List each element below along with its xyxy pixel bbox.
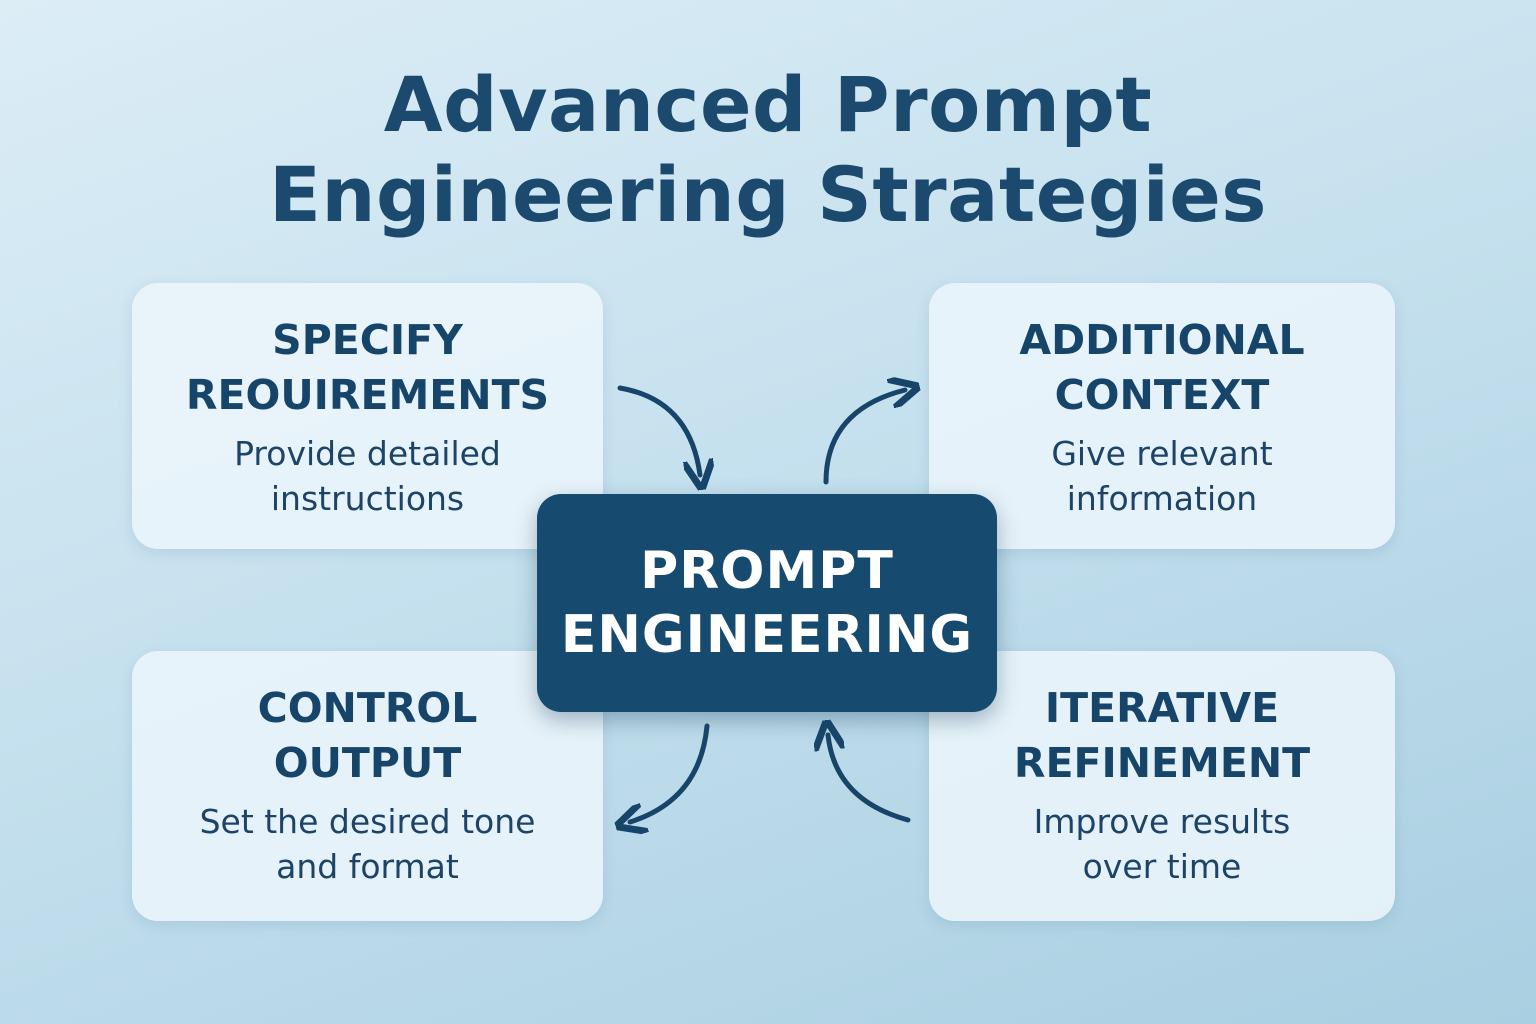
card-heading: OUTPUT — [273, 739, 462, 787]
arrow-icon — [617, 385, 700, 475]
card-description: instructions — [270, 479, 465, 518]
arrow-icon — [828, 735, 911, 823]
card-heading: SPECIFY — [272, 316, 463, 364]
card-description: Give relevant — [1051, 434, 1273, 473]
card-description: Improve results — [1033, 802, 1291, 841]
card-description: Set the desired tone — [199, 802, 536, 841]
arrow-icon — [630, 723, 710, 822]
center-label: PROMPT — [640, 541, 894, 601]
card-heading: CONTEXT — [1054, 371, 1270, 419]
card-control-output: CONTROL OUTPUT Set the desired tone and fo… — [132, 651, 603, 921]
center-label: ENGINEERING — [560, 605, 974, 665]
title-line-2: Engineering Strategies — [268, 150, 1268, 239]
card-specify-requirements: SPECIFY REOUIREMENTS Provide detailed inst… — [132, 283, 603, 549]
card-heading: REOUIREMENTS — [185, 371, 550, 419]
card-description: and format — [276, 847, 459, 886]
center-node-prompt-engineering: PROMPT ENGINEERING — [537, 494, 997, 712]
card-heading: REFINEMENT — [1013, 739, 1311, 787]
card-additional-context: ADDITIONAL CONTEXT Give relevant informati… — [929, 283, 1395, 549]
card-heading: CONTROL — [257, 684, 478, 732]
card-iterative-refinement: ITERATIVE REFINEMENT Improve results over … — [929, 651, 1395, 921]
card-description: information — [1066, 479, 1258, 518]
arrow-icon — [823, 390, 905, 485]
card-description: over time — [1082, 847, 1242, 886]
card-heading: ADDITIONAL — [1019, 316, 1305, 364]
title-line-1: Advanced Prompt — [383, 60, 1153, 149]
card-heading: ITERATIVE — [1044, 684, 1280, 732]
card-description: Provide detailed — [234, 434, 501, 473]
